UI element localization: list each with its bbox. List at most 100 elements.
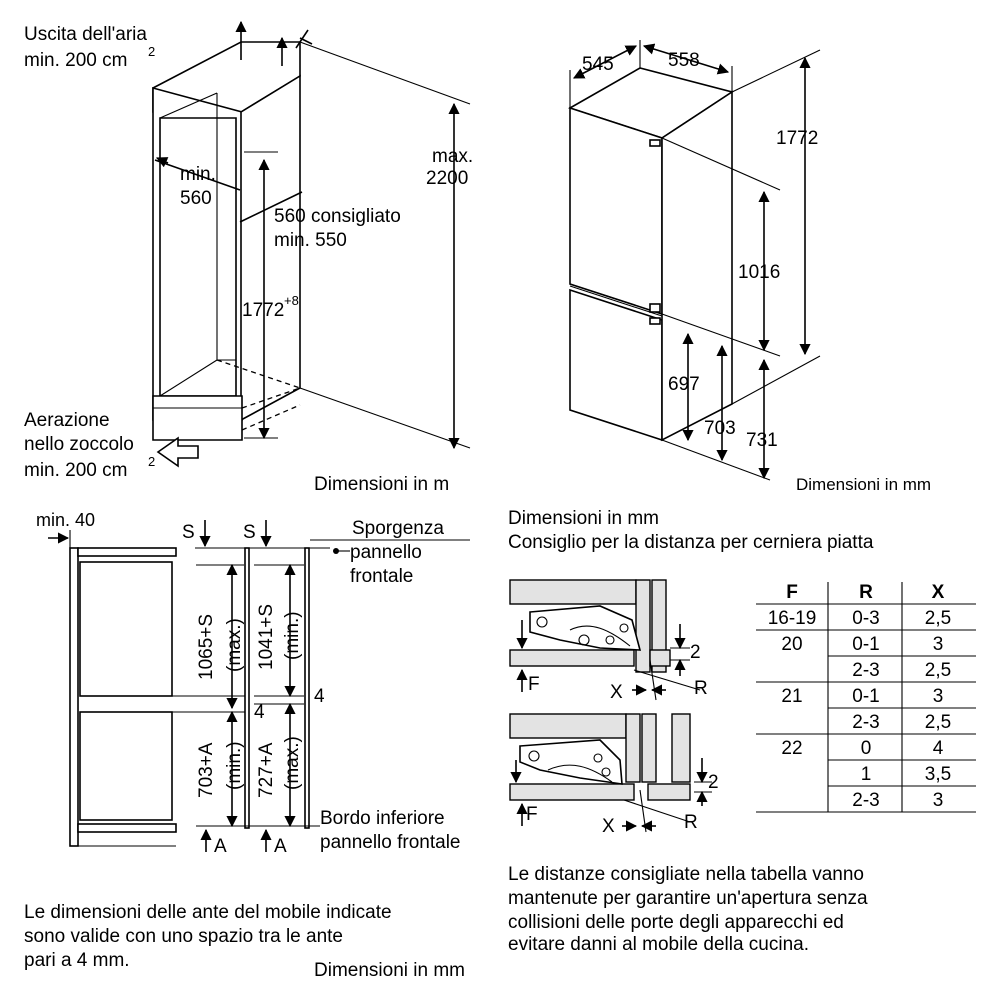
plinth-air-arrow: [156, 436, 199, 468]
table-cell: 2,5: [925, 608, 951, 629]
dim-width-558: [642, 43, 730, 75]
table-cell: 2-3: [852, 712, 879, 733]
table-cell: 22: [781, 738, 802, 759]
table-cell: 16-19: [768, 608, 817, 629]
height-731-label: 731: [746, 430, 778, 451]
hinge-bottom-r: R: [684, 812, 698, 833]
s-label-1: S: [182, 522, 195, 543]
hinge-note-4: evitare danni al mobile della cucina.: [508, 934, 809, 955]
max-2200-label-2: 2200: [426, 168, 468, 189]
door-note-2: sono valide con uno spazio tra le ante: [24, 926, 343, 947]
gap-4-label-2: 4: [314, 686, 325, 707]
a-label-1: A: [214, 836, 227, 857]
max-2200-label-1: max.: [432, 146, 473, 167]
plinth-ventilation-area: min. 200 cm: [24, 460, 127, 481]
hinge-bottom-x: X: [602, 816, 615, 837]
door-front-panel: min. 40 S S Sporgenza pannello frontale …: [24, 510, 470, 981]
table-cell: 2-3: [852, 790, 879, 811]
dim-1065-sub: (max.): [224, 618, 245, 672]
front-panel-overhang-2: pannello: [350, 542, 422, 563]
hinge-detail-top: F X R 2: [509, 579, 708, 703]
front-panel-bottom-edge-1: Bordo inferiore: [320, 808, 445, 829]
front-panel-bottom-edge-2: pannello frontale: [320, 832, 461, 853]
hinge-note-2: mantenute per garantire un'apertura senz…: [508, 888, 868, 909]
hinge-units-label: Dimensioni in mm: [508, 508, 659, 529]
units-label-1: Dimensioni in m: [314, 474, 449, 495]
hinge-title: Consiglio per la distanza per cerniera p…: [508, 532, 874, 553]
niche-plinth: [152, 395, 243, 441]
dim-1041-sub: (min.): [282, 611, 303, 660]
gap-4-label-1: 4: [254, 702, 265, 723]
width-545-label: 545: [582, 54, 614, 75]
table-cell: 20: [781, 634, 802, 655]
table-cell: 0-1: [852, 686, 879, 707]
units-label-3: Dimensioni in mm: [314, 960, 465, 981]
recommended-depth-label: 560 consigliato: [274, 206, 401, 227]
table-cell: 0-3: [852, 608, 879, 629]
air-outlet-label: Uscita dell'aria: [24, 24, 147, 45]
table-cell: 3: [933, 686, 944, 707]
niche-panel: Uscita dell'aria min. 200 cm 2 min. 560 …: [24, 20, 473, 495]
dim-703-sub: (min.): [224, 741, 245, 790]
dim-depth-line: [239, 191, 303, 223]
min-560-label-2: 560: [180, 188, 212, 209]
niche-opening: [159, 117, 237, 397]
hinge-top: [649, 139, 661, 147]
table-cell: 21: [781, 686, 802, 707]
table-cell: 3,5: [925, 764, 951, 785]
hinge-middle: [649, 303, 661, 313]
front-panel-overhang-1: Sporgenza: [352, 518, 444, 539]
dim-1041-label: 1041+S: [256, 604, 277, 670]
appliance-panel: 545 558 1772 1016 697 703 731 Dimensioni…: [568, 40, 931, 494]
lower-door-front: [79, 711, 173, 821]
height-697-label: 697: [668, 374, 700, 395]
table-header-cell: F: [786, 582, 798, 603]
table-cell: 3: [933, 634, 944, 655]
hinge-bottom-f: F: [526, 804, 538, 825]
upper-door-front: [79, 561, 173, 697]
hinge-detail-bottom: F X R 2: [509, 713, 719, 837]
dim-1065-label: 1065+S: [196, 614, 217, 680]
air-outlet-area: min. 200 cm: [24, 50, 127, 71]
cabinet-wall: [69, 547, 79, 847]
door-note-3: pari a 4 mm.: [24, 950, 130, 971]
door-note-1: Le dimensioni delle ante del mobile indi…: [24, 902, 392, 923]
hinge-top-2: 2: [690, 642, 701, 663]
min-depth-label: min. 550: [274, 230, 347, 251]
width-558-label: 558: [668, 50, 700, 71]
s-label-2: S: [243, 522, 256, 543]
dim-727-sub: (max.): [282, 736, 303, 790]
min-40-label: min. 40: [36, 510, 95, 530]
table-cell: 1: [861, 764, 872, 785]
cabinet-top-board: [77, 547, 177, 557]
air-out-arrow-3: [295, 29, 313, 49]
table-cell: 2,5: [925, 660, 951, 681]
height-703-label: 703: [704, 418, 736, 439]
height-1772-label: 1772: [776, 128, 818, 149]
hinge-top-f: F: [528, 674, 540, 695]
units-label-2: Dimensioni in mm: [796, 475, 931, 494]
dim-727-label: 727+A: [256, 742, 277, 798]
dim-703-label: 703+A: [196, 742, 217, 798]
table-header-cell: R: [859, 582, 873, 603]
cabinet-bottom-board: [77, 823, 177, 833]
table-cell: 4: [933, 738, 944, 759]
table-cell: 3: [933, 790, 944, 811]
hinge-note-1: Le distanze consigliate nella tabella va…: [508, 864, 864, 885]
hinge-top-r: R: [694, 678, 708, 699]
door-profile-2: [304, 547, 310, 829]
min-560-label-1: min.: [180, 164, 216, 185]
plinth-ventilation-label-2: nello zoccolo: [24, 434, 134, 455]
table-header-cell: X: [932, 582, 945, 603]
appliance-door-upper: [569, 106, 663, 316]
appliance-door-lower: [569, 288, 663, 442]
dim-width-545: [573, 45, 637, 79]
height-tolerance: +8: [284, 293, 299, 308]
front-panel-overhang-3: frontale: [350, 566, 413, 587]
hinge-note-3: collisioni delle porte degli apparecchi …: [508, 912, 844, 933]
table-cell: 0: [861, 738, 872, 759]
plinth-ventilation-sup: 2: [148, 454, 155, 469]
table-cell: 2-3: [852, 660, 879, 681]
